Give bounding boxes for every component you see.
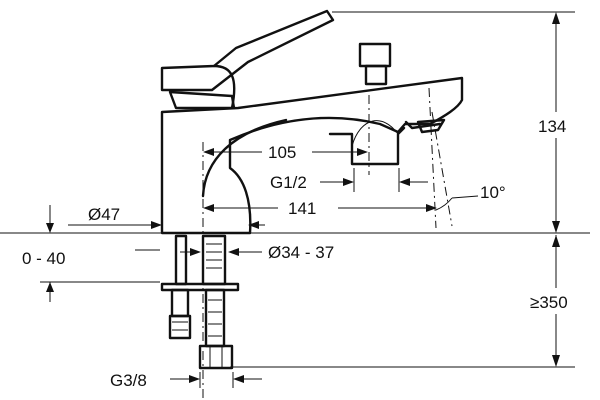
shower-holder [328, 120, 406, 166]
label-hole-diameter: Ø34 - 37 [268, 243, 334, 262]
label-inlet-thread: G3/8 [110, 371, 147, 390]
knob-cap [358, 42, 392, 68]
arrowhead-right [426, 204, 437, 212]
arrowhead-left [203, 148, 214, 156]
arrowhead-right [248, 221, 259, 229]
body-inner-sweep [201, 118, 288, 198]
arrowhead-bottom [552, 355, 560, 367]
right-hose [204, 288, 226, 348]
extension-lines [0, 11, 590, 368]
label-hose-length: ≥350 [530, 293, 568, 312]
mounting-hardware [160, 234, 240, 370]
arrowhead-right [399, 178, 410, 186]
arrowhead-right [357, 148, 368, 156]
label-bg [530, 112, 580, 138]
dimension-inlet-thread: G3/8 [110, 371, 262, 390]
left-nut [170, 288, 190, 318]
lever-handle [160, 9, 335, 92]
label-spout-angle: 10° [480, 183, 506, 202]
outlet-lip [404, 120, 442, 130]
arrowhead-top [552, 12, 560, 24]
arrowhead-up [46, 282, 54, 292]
dimension-spout-angle: 10° [435, 183, 506, 211]
outlet-vertical-line [428, 87, 437, 229]
aerator [416, 118, 446, 134]
arrowhead-down [46, 223, 54, 233]
left-hose-fitting [168, 314, 192, 340]
dimension-outlet-thread: G1/2 [270, 168, 428, 192]
arrowhead-right [228, 248, 239, 256]
holder-cup [328, 126, 406, 166]
arrowhead-left [343, 178, 354, 186]
arrowhead-top [552, 235, 560, 247]
dimension-overall-reach: 141 [203, 199, 437, 218]
body-spout [160, 76, 464, 235]
arrowhead-bottom [552, 221, 560, 233]
arrowhead-left [189, 375, 200, 383]
dimension-deck-thickness: 0 - 40 [22, 205, 160, 302]
dimension-350: ≥350 [525, 235, 595, 367]
arrowhead-right [233, 375, 244, 383]
dimension-spout-reach: 105 [203, 143, 368, 162]
label-spout-reach: 105 [268, 143, 296, 162]
arrowhead-left [151, 221, 162, 229]
holder-arc [351, 120, 399, 147]
faucet-body [160, 9, 464, 235]
dimension-hole-diameter: Ø34 - 37 [180, 243, 334, 262]
knob-stem [364, 64, 388, 86]
inlet-nut [198, 344, 234, 370]
label-height-total: 134 [538, 117, 566, 136]
leader-line [451, 195, 479, 199]
label-bg [525, 288, 595, 314]
label-outlet-thread: G1/2 [270, 173, 307, 192]
left-rod [174, 234, 188, 286]
diverter-knob [358, 42, 392, 86]
label-body-diameter: Ø47 [88, 205, 120, 224]
fixing-plate [160, 282, 240, 292]
angle-arc [435, 197, 453, 211]
dimension-body-diameter: Ø47 [68, 205, 265, 229]
handle-base [168, 90, 236, 110]
dimension-134: 134 [530, 12, 580, 233]
label-deck-thickness: 0 - 40 [22, 249, 65, 268]
label-overall-reach: 141 [288, 199, 316, 218]
arrowhead-left [203, 204, 214, 212]
arrowhead-left [190, 248, 201, 256]
